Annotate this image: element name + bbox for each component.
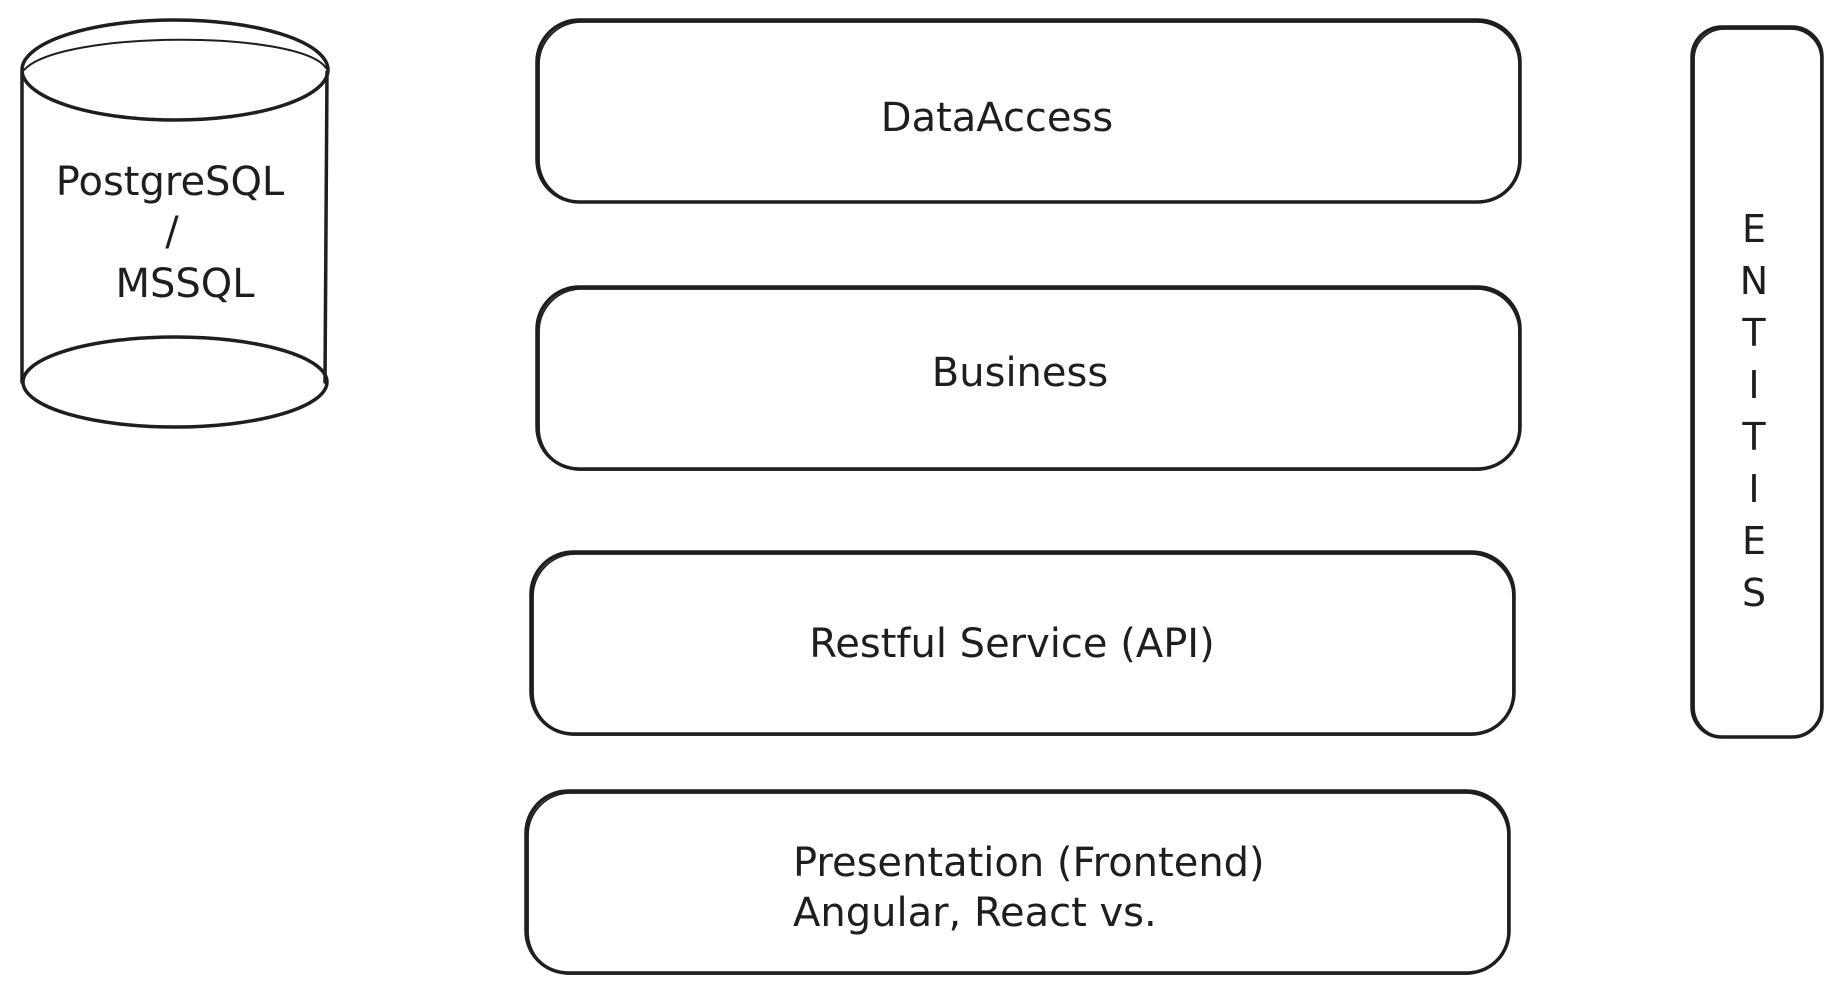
restful-service-label: Restful Service (API) (809, 621, 1215, 667)
entities-letter: N (1739, 259, 1769, 303)
database-label-secondary: MSSQL (115, 261, 255, 307)
entities-letter: E (1741, 519, 1766, 563)
entities-letter: I (1748, 363, 1760, 407)
business-box (535, 285, 1522, 471)
entities-letter: I (1748, 467, 1760, 511)
presentation-box (524, 789, 1511, 975)
entities-label: E N T I T I E S (1740, 205, 1768, 617)
database-cylinder (20, 18, 330, 429)
data-access-label: DataAccess (880, 95, 1114, 141)
entities-letter: S (1741, 571, 1767, 615)
presentation-label-line1: Presentation (Frontend) (793, 840, 1265, 886)
entities-letter: T (1742, 415, 1766, 459)
entities-letter: T (1742, 311, 1766, 355)
database-label-separator: / (165, 209, 179, 255)
restful-service-box (529, 550, 1516, 736)
business-label: Business (931, 350, 1109, 396)
presentation-label-line2: Angular, React vs. (793, 890, 1157, 936)
database-label-primary: PostgreSQL (55, 159, 285, 205)
entities-letter: E (1741, 207, 1766, 251)
presentation-label: Presentation (Frontend) Angular, React v… (793, 838, 1265, 938)
